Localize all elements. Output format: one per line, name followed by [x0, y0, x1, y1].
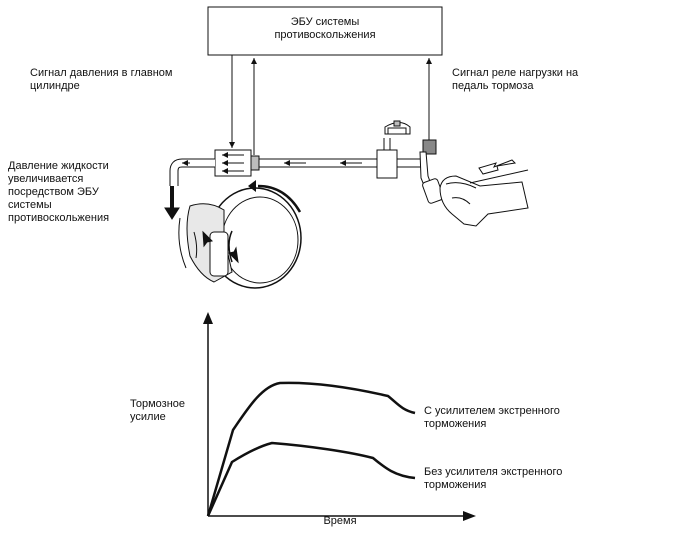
rotation-arrow: [257, 184, 302, 213]
signal-wires: [229, 55, 432, 155]
chart-line-with-assist: [206, 381, 416, 517]
x-axis-arrow: [463, 511, 476, 521]
chart-line-without-assist: [206, 441, 416, 517]
caliper-line: [164, 158, 215, 220]
brake-pedal: [419, 151, 444, 204]
ecu-box: [207, 6, 443, 56]
series-label-with-assist: С усилителем экстренного торможения: [424, 405, 560, 430]
fluid-pressure-label: Давление жидкости увеличивается посредст…: [8, 160, 110, 224]
y-axis-label: Тормозное усилие: [130, 398, 186, 423]
x-axis-label: Время: [323, 515, 357, 527]
press-arrow: [478, 159, 517, 175]
brake-disc-assembly: [178, 187, 302, 289]
rotation-arrow-head: [248, 180, 256, 192]
series-label-without-assist: Без усилителя экстренного торможения: [424, 466, 563, 491]
master-cylinder-signal-label: Сигнал давления в главном цилиндре: [30, 67, 173, 92]
pedal-relay-switch: [422, 139, 437, 155]
chart-axes: [207, 318, 468, 517]
y-axis-arrow: [203, 312, 213, 324]
pedal-relay-signal-label: Сигнал реле нагрузки на педаль тормоза: [452, 67, 579, 92]
actuator-block: [214, 149, 260, 177]
clamp-arrows: [202, 230, 239, 264]
driver-foot: [439, 169, 529, 227]
master-cylinder: [376, 120, 411, 179]
ecu-label: ЭБУ системы противоскольжения: [274, 16, 376, 41]
